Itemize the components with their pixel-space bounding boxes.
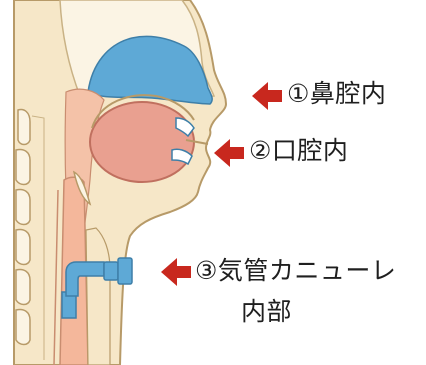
- arrow-left-icon: [161, 258, 191, 286]
- neck-front: [86, 228, 110, 365]
- oral-cavity-label: ②口腔内: [249, 138, 348, 163]
- cannula-label-line1: ③気管カニューレ: [195, 258, 396, 283]
- cannula-label-line2: 内部: [241, 299, 292, 324]
- arrow-left-icon: [252, 82, 282, 110]
- oral-cavity: [90, 102, 194, 182]
- nasal-cavity-label: ①鼻腔内: [287, 81, 386, 106]
- arrow-left-icon: [214, 139, 244, 167]
